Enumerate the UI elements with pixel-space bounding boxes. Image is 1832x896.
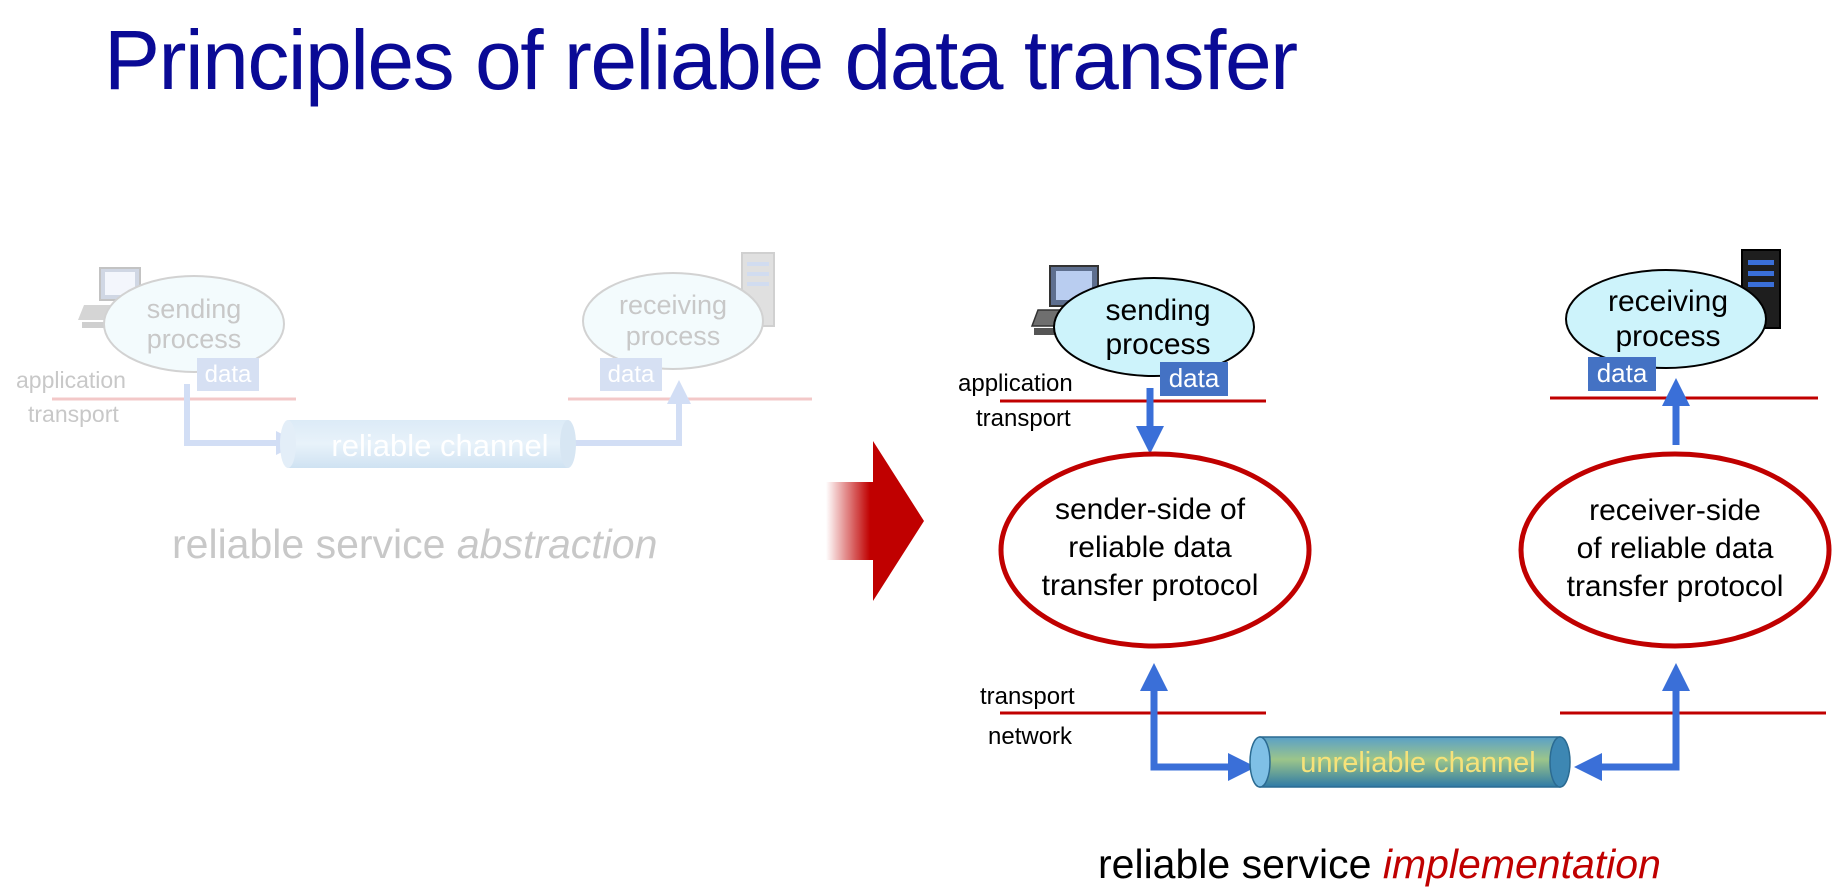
data-label-sender: data: [1169, 363, 1220, 393]
receiver-protocol-ellipse: [1518, 451, 1832, 649]
implementation-view: sending process receiving process data d…: [958, 249, 1832, 887]
receiver-protocol-label-2: of reliable data: [1577, 532, 1774, 565]
reliable-channel-pipe: [280, 420, 576, 468]
slide-title: Principles of reliable data transfer: [104, 13, 1298, 107]
unreliable-channel-pipe: [1249, 736, 1571, 788]
data-label-sender: data: [205, 361, 252, 388]
receiving-process-label-2: process: [626, 321, 721, 351]
layer-label-transport-top: transport: [976, 405, 1071, 432]
receiver-channel-bidirectional-arrow: [1574, 663, 1690, 781]
abstraction-view: sending process receiving process data d…: [16, 252, 812, 567]
data-label-receiver: data: [1597, 358, 1648, 388]
data-box-sender: [1160, 362, 1228, 396]
sender-channel-bidirectional-arrow: [1140, 663, 1256, 781]
receiving-process-label-1: receiving: [1608, 285, 1728, 318]
receiving-process-label-1: receiving: [619, 290, 727, 320]
sender-protocol-label-1: sender-side of: [1055, 493, 1246, 526]
data-box-sender: [197, 358, 259, 391]
sending-process-bubble: [1053, 277, 1255, 377]
reliable-channel-label: reliable channel: [331, 428, 548, 463]
layer-label-network: network: [988, 723, 1073, 750]
implementation-caption: reliable service implementation: [1098, 841, 1661, 887]
unreliable-channel-label: unreliable channel: [1300, 747, 1535, 779]
data-box-receiver: [1588, 357, 1656, 391]
channel-to-receiver-arrow: [568, 380, 691, 446]
sending-process-label-1: sending: [147, 294, 242, 324]
layer-label-application: application: [16, 367, 126, 393]
layer-label-transport-bottom: transport: [980, 683, 1075, 710]
sending-process-bubble: [103, 275, 285, 373]
data-label-receiver: data: [608, 361, 655, 388]
sender-protocol-ellipse: [998, 451, 1312, 649]
receiver-protocol-label-1: receiver-side: [1589, 494, 1761, 527]
data-box-receiver: [600, 358, 662, 391]
sender-protocol-label-3: transfer protocol: [1042, 569, 1259, 602]
sending-process-label-2: process: [147, 324, 242, 354]
layer-label-application: application: [958, 370, 1073, 397]
receiver-protocol-label-3: transfer protocol: [1567, 570, 1784, 603]
receiving-process-label-2: process: [1615, 320, 1720, 353]
sending-process-label-2: process: [1105, 328, 1210, 361]
layer-label-transport: transport: [28, 401, 119, 427]
sender-to-channel-arrow: [184, 384, 300, 455]
abstraction-caption: reliable service abstraction: [172, 521, 657, 567]
big-red-arrow-icon: [826, 441, 924, 601]
receiving-process-bubble: [582, 272, 764, 370]
receiving-process-bubble: [1565, 269, 1767, 369]
sending-process-label-1: sending: [1105, 294, 1210, 327]
sender-protocol-label-2: reliable data: [1068, 531, 1232, 564]
